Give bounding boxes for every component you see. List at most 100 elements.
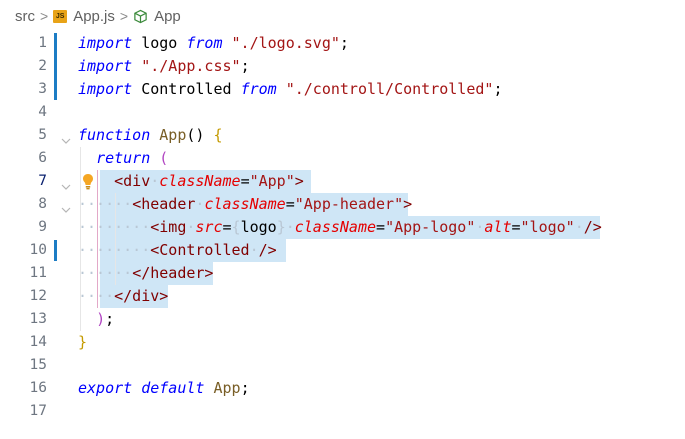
code-token bbox=[277, 80, 286, 98]
code-token: "logo" bbox=[520, 218, 575, 236]
breadcrumb-item-symbol[interactable]: App bbox=[133, 8, 181, 25]
code-token: = bbox=[511, 218, 521, 236]
code-token: "App" bbox=[249, 172, 295, 190]
code-editor[interactable]: 1 import logo from "./logo.svg"; 2 import "… bbox=[0, 32, 685, 439]
code-line[interactable]: 13 ); bbox=[0, 308, 685, 331]
code-line[interactable]: 1 import logo from "./logo.svg"; bbox=[0, 32, 685, 55]
code-token bbox=[132, 379, 141, 397]
code-token bbox=[150, 149, 159, 167]
code-token: return bbox=[96, 149, 151, 167]
selection-highlight bbox=[100, 285, 168, 308]
code-line[interactable]: 15 bbox=[0, 354, 685, 377]
code-token: } bbox=[276, 218, 286, 236]
git-modified-marker[interactable] bbox=[54, 240, 57, 261]
code-line[interactable]: 11······</header> bbox=[0, 262, 685, 285]
code-token: <header bbox=[132, 195, 196, 213]
code-token: } bbox=[78, 333, 88, 351]
breadcrumb-item-src[interactable]: src bbox=[15, 8, 35, 25]
code-token: App bbox=[213, 379, 241, 397]
line-number: 6 bbox=[38, 150, 47, 166]
fold-chevron-icon[interactable] bbox=[60, 131, 72, 150]
code-token: <div bbox=[114, 172, 151, 190]
line-number: 7 bbox=[38, 173, 47, 189]
code-text: import logo from "./logo.svg"; bbox=[78, 32, 349, 55]
line-number: 14 bbox=[29, 334, 47, 350]
code-line[interactable]: 8······<header·className="App-header"> bbox=[0, 193, 685, 216]
code-text: import "./App.css"; bbox=[78, 55, 250, 78]
breadcrumb-symbol-label: App bbox=[154, 7, 181, 25]
code-token: { bbox=[213, 126, 223, 144]
code-token: <Controlled bbox=[150, 241, 250, 259]
line-number: 5 bbox=[38, 127, 47, 143]
code-token: · bbox=[574, 218, 584, 236]
code-text: import Controlled from "./controll/Contr… bbox=[78, 78, 502, 101]
code-token: "./controll/Controlled" bbox=[285, 80, 494, 98]
line-number: 2 bbox=[38, 58, 47, 74]
code-token: "App-logo" bbox=[385, 218, 476, 236]
code-line[interactable]: 4 bbox=[0, 101, 685, 124]
code-token: "./logo.svg" bbox=[231, 34, 340, 52]
code-line[interactable]: 6 return ( bbox=[0, 147, 685, 170]
code-token: · bbox=[285, 218, 295, 236]
code-token: </div> bbox=[114, 287, 169, 305]
code-token: /> bbox=[583, 218, 602, 236]
line-number: 1 bbox=[38, 35, 47, 51]
line-number: 17 bbox=[29, 403, 47, 419]
code-token: alt bbox=[484, 218, 512, 236]
selection-highlight bbox=[100, 170, 311, 193]
git-modified-marker[interactable] bbox=[54, 33, 57, 100]
selection-highlight bbox=[100, 239, 286, 262]
cube-symbol-icon bbox=[133, 9, 148, 24]
code-line[interactable]: 17 bbox=[0, 400, 685, 423]
code-token: > bbox=[403, 195, 413, 213]
indent-guide bbox=[115, 193, 116, 285]
code-token: ···· bbox=[78, 287, 114, 305]
code-token: ········ bbox=[78, 218, 150, 236]
code-token: () bbox=[186, 126, 214, 144]
indent-guide-active bbox=[97, 170, 98, 308]
code-line[interactable]: 10········<Controlled·/> bbox=[0, 239, 685, 262]
code-token: = bbox=[285, 195, 295, 213]
code-line[interactable]: 5 function App() { bbox=[0, 124, 685, 147]
code-line[interactable]: 2 import "./App.css"; bbox=[0, 55, 685, 78]
code-text: ········<Controlled·/> bbox=[78, 239, 277, 262]
fold-chevron-icon[interactable] bbox=[60, 200, 72, 219]
code-token: { bbox=[231, 218, 241, 236]
code-token: ······ bbox=[78, 195, 133, 213]
line-number: 15 bbox=[29, 357, 47, 373]
code-line[interactable]: 9········<img·src={logo}·className="App-… bbox=[0, 216, 685, 239]
breadcrumb-folder-label: src bbox=[15, 7, 35, 25]
code-token: logo bbox=[240, 218, 277, 236]
code-token: ······ bbox=[78, 264, 133, 282]
breadcrumb: src > JS App.js > App bbox=[0, 0, 685, 32]
selection-highlight bbox=[100, 216, 600, 239]
code-text: export default App; bbox=[78, 377, 250, 400]
code-token: className bbox=[159, 172, 241, 190]
code-token: · bbox=[195, 195, 205, 213]
code-line[interactable]: 16 export default App; bbox=[0, 377, 685, 400]
code-line[interactable]: 7 <div·className="App"> bbox=[0, 170, 685, 193]
code-line[interactable]: 12 ····</div> bbox=[0, 285, 685, 308]
code-token: import bbox=[78, 57, 133, 75]
lightbulb-icon[interactable] bbox=[82, 173, 94, 194]
line-number: 4 bbox=[38, 104, 47, 120]
fold-chevron-icon[interactable] bbox=[60, 177, 72, 196]
code-token: ; bbox=[339, 34, 349, 52]
code-text: function App() { bbox=[78, 124, 223, 147]
code-token: ; bbox=[240, 57, 250, 75]
breadcrumb-item-file[interactable]: JS App.js bbox=[53, 8, 115, 25]
code-line[interactable]: 14} bbox=[0, 331, 685, 354]
line-number: 12 bbox=[29, 288, 47, 304]
code-token: from bbox=[240, 80, 277, 98]
code-token: = bbox=[376, 218, 386, 236]
code-token: function bbox=[78, 126, 151, 144]
code-text: ········<img·src={logo}·className="App-l… bbox=[78, 216, 602, 239]
code-token: "App-header" bbox=[294, 195, 404, 213]
code-token: src bbox=[195, 218, 223, 236]
line-number: 11 bbox=[29, 265, 47, 281]
code-token: ( bbox=[159, 149, 169, 167]
code-token: export bbox=[78, 379, 133, 397]
line-number: 16 bbox=[29, 380, 47, 396]
code-token: logo bbox=[132, 34, 187, 52]
